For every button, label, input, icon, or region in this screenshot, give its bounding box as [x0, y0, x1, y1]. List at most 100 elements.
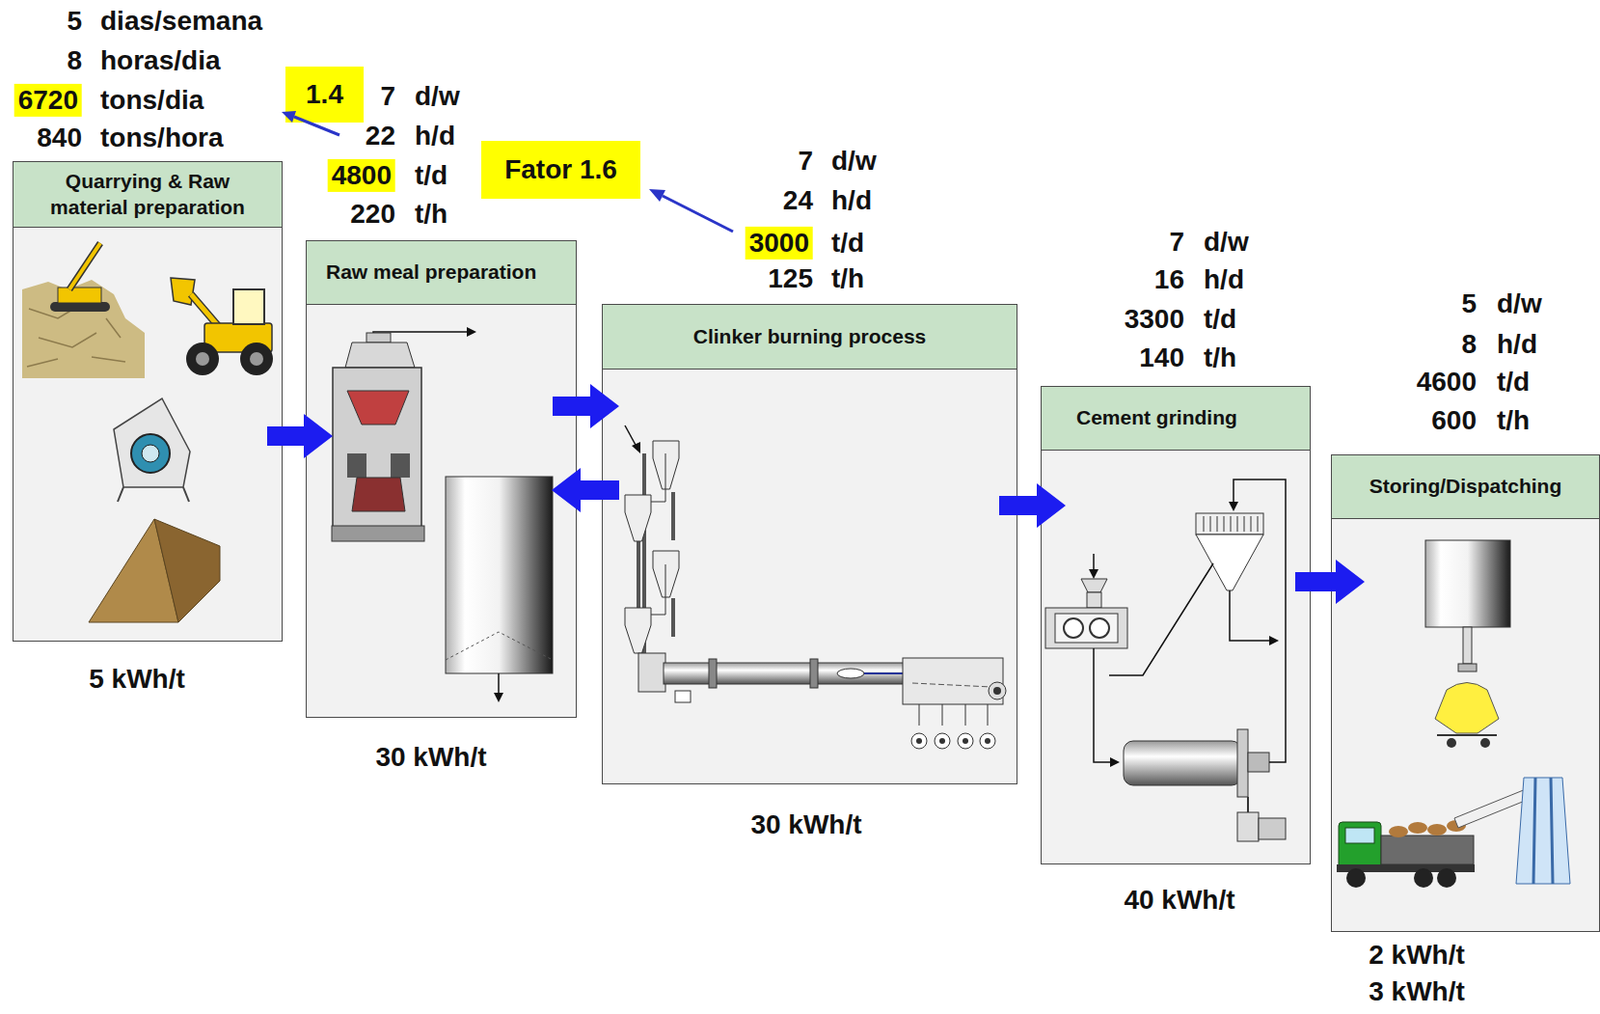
- crusher: [131, 433, 170, 473]
- cement-mill-circuit: [1088, 569, 1099, 579]
- wheel-loader: [186, 342, 219, 376]
- clinker-cooler: [957, 732, 974, 749]
- dump-truck: [1427, 823, 1447, 836]
- clinker-cooler: [993, 686, 1002, 695]
- bulk-tanker: [1480, 737, 1491, 748]
- rotary-kiln: [837, 668, 865, 678]
- drill-rig: [50, 243, 110, 312]
- rate-unit: h/d: [1203, 264, 1245, 296]
- flow-arrow: [552, 383, 620, 429]
- bulk-tanker: [1446, 737, 1457, 748]
- process-title: Storing/Dispatching: [1369, 473, 1563, 499]
- wheel-loader: [170, 277, 273, 376]
- stockpile: [88, 518, 220, 623]
- cement-mill-circuit: [1109, 563, 1214, 676]
- raw-meal-silo: [445, 476, 553, 674]
- raw-meal-silo: [493, 692, 504, 703]
- clinker-cooler: [984, 737, 991, 744]
- cement-mill-circuit: [1258, 817, 1286, 840]
- clinker-cooler: [919, 704, 988, 726]
- dump-truck: [1413, 867, 1434, 888]
- raw-mill: [466, 326, 477, 337]
- rotary-kiln: [810, 658, 818, 688]
- factor-value: Fator 1.6: [504, 154, 618, 186]
- ship-loader: [1454, 788, 1530, 828]
- process-header: Quarrying & Raw material preparation: [13, 162, 282, 228]
- raw-mill: [366, 332, 391, 343]
- preheater-tower: [624, 425, 637, 447]
- dump-truck: [1345, 827, 1375, 843]
- clinker-cooler: [979, 732, 996, 749]
- process-box: Clinker burning process: [601, 303, 1018, 785]
- rate-value: 8: [66, 45, 82, 77]
- bulk-tanker: [1437, 733, 1497, 736]
- rate-unit: t/d: [1496, 366, 1530, 398]
- wheel-loader: [233, 289, 265, 325]
- raw-mill: [347, 390, 409, 425]
- cement-mill-circuit: [1237, 812, 1259, 841]
- rate-value: 24: [783, 185, 814, 217]
- raw-meal-silo: [445, 631, 553, 660]
- quarry-rock-face: [22, 279, 145, 379]
- rate-unit: h/d: [414, 120, 456, 152]
- preheater-tower: [624, 425, 691, 703]
- rate-unit: t/h: [414, 198, 448, 230]
- cement-mill-circuit: [1063, 618, 1084, 638]
- factor-leader-line: [662, 195, 733, 232]
- stockpile: [154, 518, 220, 623]
- rate-unit: h/d: [831, 185, 872, 217]
- dump-truck: [1437, 867, 1457, 888]
- clinker-cooler: [934, 732, 950, 749]
- rate-unit: d/w: [1203, 226, 1249, 258]
- factor-box: 1.4: [285, 66, 364, 123]
- drill-rig: [69, 243, 101, 290]
- flow-arrow: [1295, 559, 1365, 604]
- process-header: Raw meal preparation: [306, 241, 576, 305]
- cement-silo: [1463, 626, 1472, 664]
- drill-rig: [69, 243, 101, 290]
- cement-mill-circuit: [1045, 607, 1128, 649]
- clinker-cooler: [916, 737, 923, 744]
- cement-mill-circuit: [1237, 729, 1248, 797]
- cement-mill-circuit: [1247, 752, 1270, 772]
- cement-mill-circuit: [1195, 534, 1264, 591]
- rate-value: 5: [66, 5, 82, 37]
- cement-mill-circuit: [1269, 635, 1279, 646]
- cement-mill-circuit: [1110, 757, 1120, 767]
- bulk-tanker: [1435, 682, 1499, 734]
- clinker-cooler: [902, 657, 1006, 749]
- raw-mill: [352, 477, 406, 512]
- drill-rig: [57, 287, 102, 303]
- cement-mill-circuit: [1247, 796, 1249, 813]
- factor-box: Fator 1.6: [481, 140, 641, 199]
- cement-mill-circuit: [1089, 618, 1110, 638]
- wheel-loader: [249, 352, 264, 366]
- rate-unit: horas/dia: [100, 45, 220, 77]
- rate-value: 3300: [1124, 303, 1185, 335]
- process-title: Clinker burning process: [693, 324, 927, 350]
- rotary-kiln: [708, 658, 717, 688]
- factor-leader-line: [649, 189, 666, 202]
- flow-arrow: [999, 483, 1066, 528]
- rate-value: 4800: [327, 159, 396, 192]
- cement-mill-circuit: [1195, 513, 1264, 535]
- clinker-cooler: [962, 737, 969, 744]
- clinker-cooler: [939, 737, 946, 744]
- cement-mill-circuit: [1203, 515, 1258, 532]
- rate-unit: t/d: [414, 160, 448, 191]
- energy-value: 3 kWh/t: [1368, 976, 1465, 1007]
- clinker-cooler: [911, 732, 927, 749]
- process-title: Cement grinding: [1076, 405, 1238, 431]
- rate-value: 220: [350, 198, 396, 230]
- quarry-rock-face: [22, 279, 145, 379]
- ship-loader: [1533, 777, 1553, 884]
- rate-unit: dias/semana: [100, 5, 263, 37]
- preheater-tower: [675, 690, 691, 703]
- factor-leader-line: [281, 110, 733, 232]
- bulk-tanker: [1435, 682, 1499, 749]
- clinker-cooler: [902, 657, 1004, 705]
- rate-unit: d/w: [414, 81, 461, 112]
- cement-mill-circuit: [1229, 590, 1272, 641]
- dump-truck: [1346, 867, 1366, 888]
